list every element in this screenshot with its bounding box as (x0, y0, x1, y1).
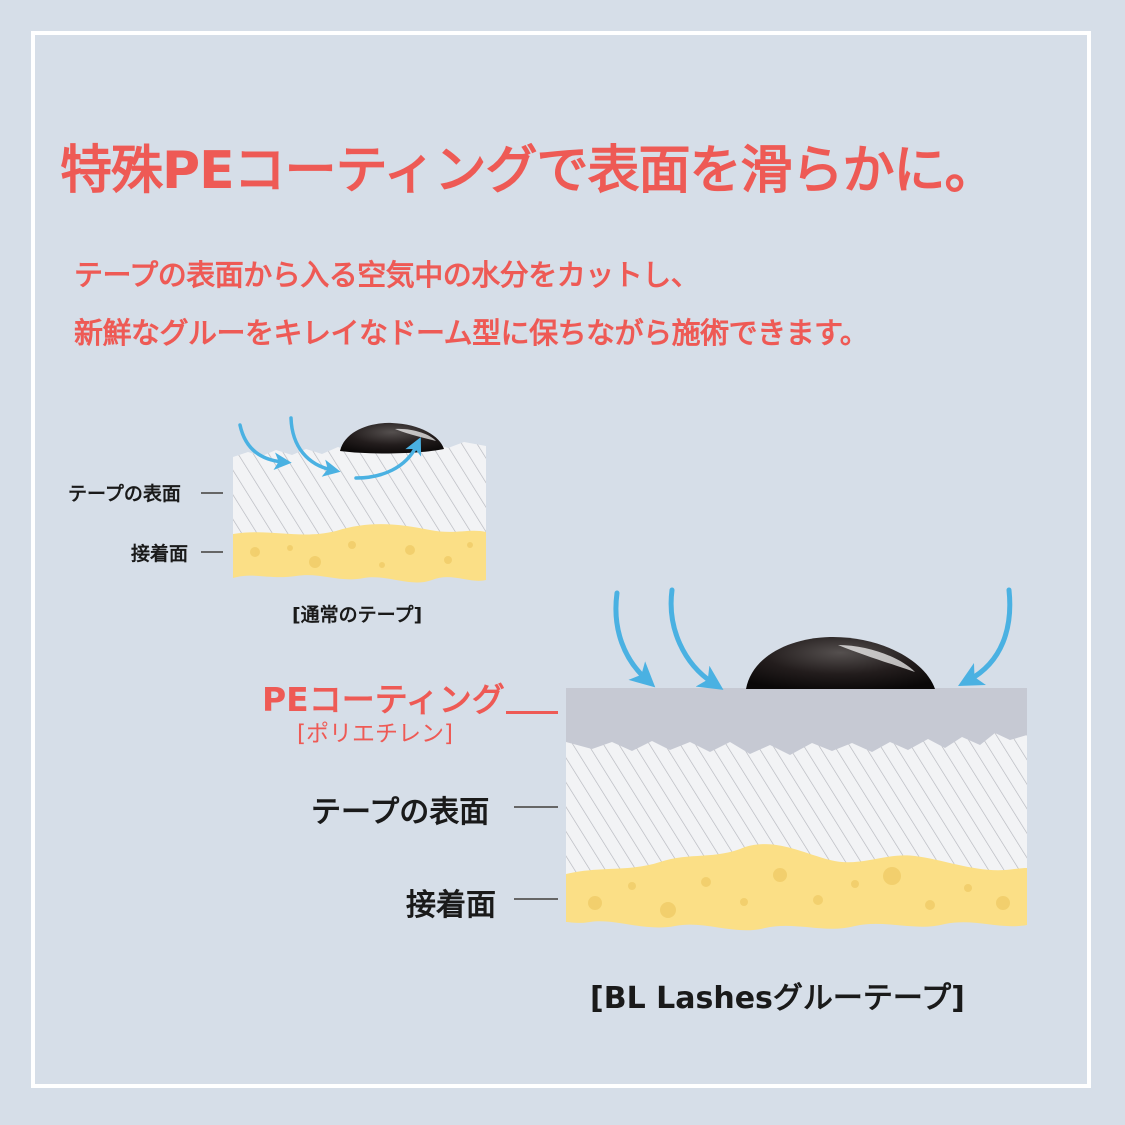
bl-surface-leader-line (514, 806, 558, 808)
normal-tape-illustration (233, 442, 486, 583)
bl-tape-adhesive-layer (566, 844, 1027, 931)
bl-tape-adhesive-bubbles (588, 867, 1010, 918)
bl-glue-drop (746, 636, 935, 689)
normal-tape-adhesive-bubbles (250, 541, 473, 568)
description-line-1: テープの表面から入る空気中の水分をカットし、 (74, 258, 700, 292)
normal-adhesive-leader-line (201, 551, 223, 553)
normal-tape-caption: [通常のテープ] (292, 604, 423, 626)
bl-adhesive-label: 接着面 (406, 888, 496, 923)
normal-surface-label: テープの表面 (68, 483, 181, 505)
bl-coating-sublabel: [ポリエチレン] (297, 721, 453, 747)
bl-tape-caption: [BL Lashesグルーテープ] (590, 981, 965, 1016)
bl-moisture-arrows (613, 587, 1013, 690)
bl-adhesive-leader-line (514, 898, 558, 900)
bl-coating-label: PEコーティング (262, 680, 505, 719)
normal-moisture-arrows (238, 416, 422, 480)
bl-surface-label: テープの表面 (311, 795, 490, 830)
normal-surface-leader-line (201, 492, 223, 494)
normal-tape-adhesive-layer (233, 524, 486, 583)
description-line-2: 新鮮なグルーをキレイなドーム型に保ちながら施術できます。 (74, 316, 869, 350)
bl-tape-coating-layer (566, 688, 1027, 755)
white-frame (31, 31, 1091, 1088)
normal-adhesive-label: 接着面 (131, 543, 189, 565)
bl-coating-leader-line (506, 711, 558, 714)
page-title: 特殊PEコーティングで表面を滑らかに。 (60, 141, 997, 201)
bl-tape-illustration (566, 688, 1027, 931)
